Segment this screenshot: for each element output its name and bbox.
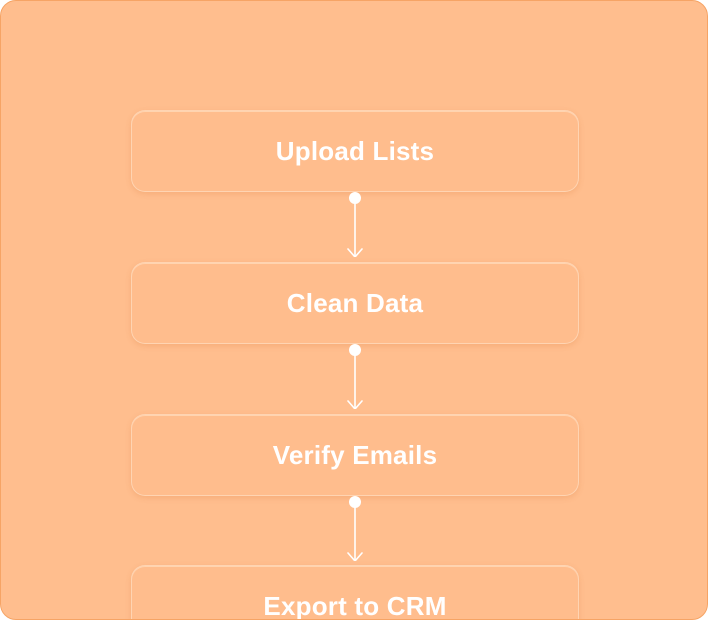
step-export-to-crm[interactable]: Export to CRM bbox=[131, 565, 579, 620]
step-label: Verify Emails bbox=[273, 440, 437, 471]
connector-arrow bbox=[345, 343, 365, 409]
step-verify-emails[interactable]: Verify Emails bbox=[131, 414, 579, 496]
step-label: Clean Data bbox=[287, 288, 423, 319]
connector-arrow bbox=[345, 191, 365, 257]
step-upload-lists[interactable]: Upload Lists bbox=[131, 110, 579, 192]
step-clean-data[interactable]: Clean Data bbox=[131, 262, 579, 344]
connector-arrow bbox=[345, 495, 365, 561]
step-label: Upload Lists bbox=[276, 136, 434, 167]
